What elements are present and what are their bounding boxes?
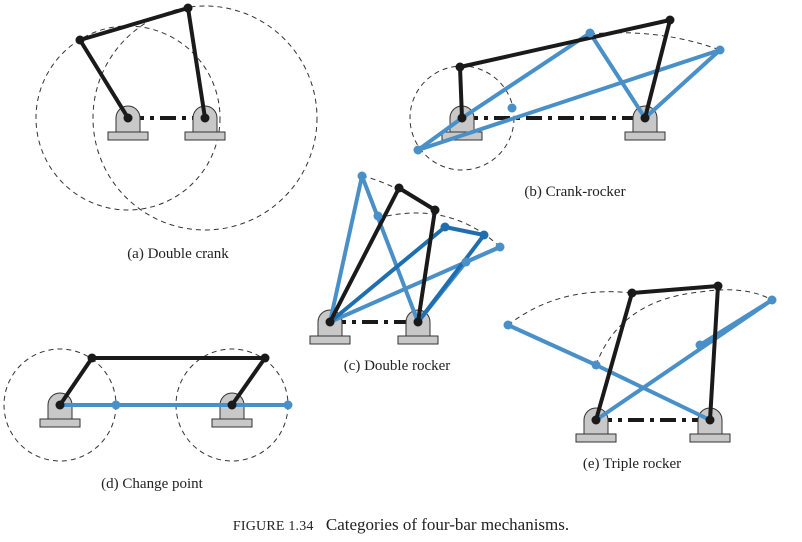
crank-path-circle	[92, 5, 318, 231]
joint	[479, 230, 489, 240]
panel-double-crank: (a) Double crank	[35, 3, 318, 262]
joint	[227, 400, 237, 410]
four-bar-linkage-alternate	[416, 48, 722, 152]
joint	[123, 113, 133, 123]
joint	[394, 183, 404, 193]
rocker-arc	[589, 32, 721, 51]
joint	[357, 171, 367, 181]
figure-title: Categories of four-bar mechanisms.	[326, 515, 569, 534]
joint	[325, 317, 335, 327]
figure-label: FIGURE 1.34	[233, 519, 314, 534]
ground-pivot	[211, 392, 253, 428]
panel-caption: (c) Double rocker	[344, 358, 451, 374]
panel-triple-rocker: (e) Triple rocker	[503, 281, 777, 472]
joint	[87, 353, 97, 363]
joint	[260, 353, 270, 363]
four-bar-linkage-alternate-dark	[328, 225, 486, 324]
joint	[507, 103, 517, 113]
four-bar-linkage	[594, 284, 720, 421]
joint	[183, 3, 193, 13]
joint	[695, 340, 705, 350]
joint	[503, 320, 513, 330]
joint	[440, 222, 450, 232]
panel-double-rocker: (c) Double rocker	[309, 171, 505, 374]
joint	[413, 317, 423, 327]
joint	[591, 415, 601, 425]
figure-caption: FIGURE 1.34 Categories of four-bar mecha…	[233, 515, 569, 534]
joint	[705, 415, 715, 425]
joint	[715, 45, 725, 55]
panel-caption: (d) Change point	[101, 476, 203, 492]
joint	[413, 145, 423, 155]
four-bar-linkage-alternate	[594, 298, 774, 422]
panel-caption: (a) Double crank	[127, 246, 229, 262]
rocker-arc	[507, 291, 633, 326]
joint	[455, 62, 465, 72]
four-bar-linkage	[78, 6, 207, 120]
ground-pivot	[39, 392, 81, 428]
panel-crank-rocker: (b) Crank-rocker	[409, 15, 725, 200]
joint	[373, 211, 383, 221]
joint	[713, 281, 723, 291]
joint	[111, 400, 121, 410]
four-bar-linkage	[458, 18, 672, 119]
joint	[461, 257, 471, 267]
joint	[200, 113, 210, 123]
rocker-arc	[377, 212, 501, 248]
panel-change-point: (d) Change point	[3, 348, 293, 492]
joint	[283, 400, 293, 410]
panel-caption: (e) Triple rocker	[583, 456, 681, 472]
joint	[430, 205, 440, 215]
joint	[75, 35, 85, 45]
ground-pivot	[107, 105, 149, 141]
four-bar-linkage	[328, 186, 437, 323]
joint	[767, 295, 777, 305]
joint	[665, 15, 675, 25]
joint	[627, 288, 637, 298]
four-bar-linkage-alternate	[416, 245, 501, 324]
rocker-arc	[595, 289, 773, 366]
joint	[640, 113, 650, 123]
four-bar-linkage	[58, 356, 267, 407]
joint	[55, 400, 65, 410]
panel-caption: (b) Crank-rocker	[524, 184, 625, 200]
joint	[457, 113, 467, 123]
joint	[585, 28, 595, 38]
joint	[591, 360, 601, 370]
joint	[495, 242, 505, 252]
